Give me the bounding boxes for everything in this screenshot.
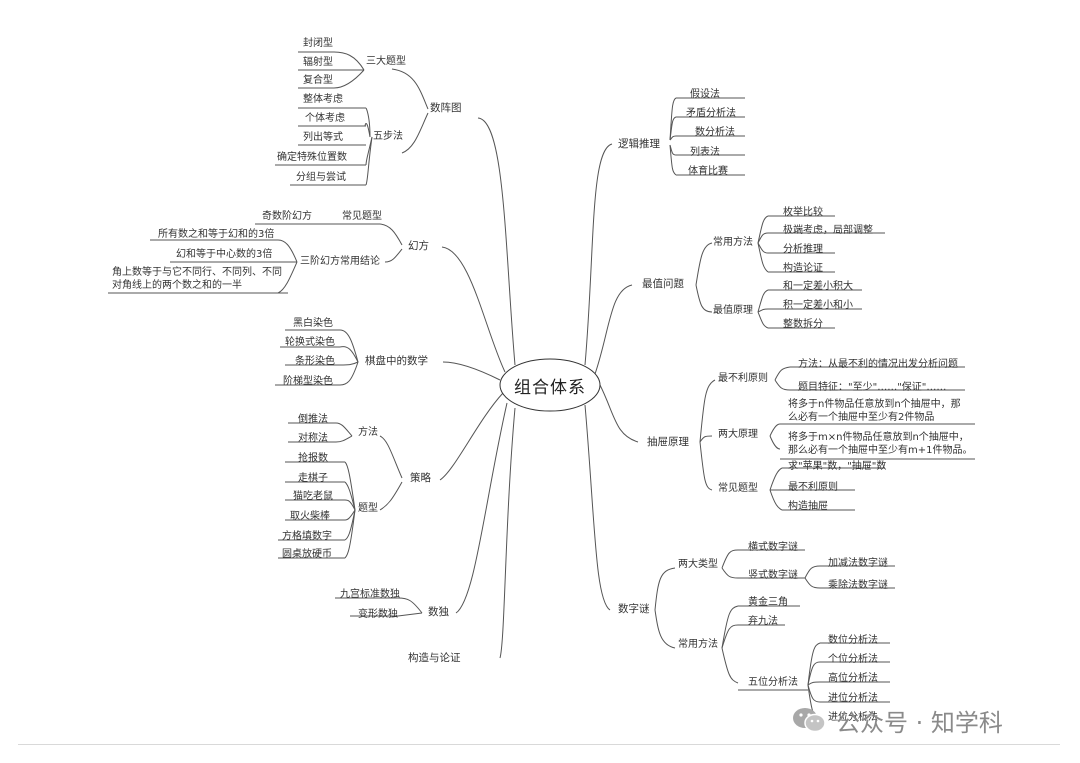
leaf: 积一定差小和小 bbox=[783, 300, 853, 311]
leaf: 条形染色 bbox=[295, 356, 335, 367]
leaf: 题目特征："至少"……"保证"…… bbox=[798, 382, 947, 393]
leaf: 数分析法 bbox=[695, 127, 735, 138]
leaf: 列表法 bbox=[690, 147, 720, 158]
leaf: 黑白染色 bbox=[293, 318, 333, 329]
leaf: 竖式数字谜 bbox=[748, 570, 798, 581]
branch-luoji: 逻辑推理 bbox=[618, 138, 660, 150]
leaf: 方格填数字 bbox=[282, 531, 332, 542]
sub-wuwei: 五位分析法 bbox=[748, 677, 798, 688]
leaf: 个体考虑 bbox=[305, 113, 345, 124]
leaf: 弃九法 bbox=[748, 616, 778, 627]
leaf: 极端考虑，局部调整 bbox=[783, 225, 873, 236]
leaf: 所有数之和等于幻和的3倍 bbox=[158, 229, 275, 240]
sub-changjian: 常见题型 bbox=[342, 211, 382, 222]
sub-leixing: 两大类型 bbox=[678, 559, 718, 570]
branch-celue: 策略 bbox=[410, 472, 431, 484]
leaf: 将多于n件物品任意放到n个抽屉中，那么必有一个抽屉中至少有2件物品 bbox=[788, 399, 961, 423]
leaf: 取火柴棒 bbox=[290, 511, 330, 522]
leaf: 进位分析法 bbox=[828, 693, 878, 704]
leaf: 轮换式染色 bbox=[285, 337, 335, 348]
sub-changjian: 常见题型 bbox=[718, 483, 758, 494]
wechat-icon bbox=[793, 708, 826, 733]
leaf: 高位分析法 bbox=[828, 673, 878, 684]
leaf: 封闭型 bbox=[303, 38, 333, 49]
bottom-divider bbox=[18, 744, 1060, 745]
leaf: 假设法 bbox=[690, 89, 720, 100]
leaf: 抢报数 bbox=[298, 453, 328, 464]
sub-buli: 最不利原则 bbox=[718, 373, 768, 384]
branch-chouti: 抽屉原理 bbox=[647, 436, 689, 448]
leaf: 奇数阶幻方 bbox=[262, 211, 312, 222]
branch-shuzhentu: 数阵图 bbox=[430, 102, 462, 114]
sub-santi: 三大题型 bbox=[366, 56, 406, 67]
leaf: 分析推理 bbox=[783, 244, 823, 255]
leaf: 阶梯型染色 bbox=[283, 376, 333, 387]
sub-liangda: 两大原理 bbox=[718, 429, 758, 440]
leaf: 将多于m×n件物品任意放到n个抽屉中，那么必有一个抽屉中至少有m+1件物品。 bbox=[788, 432, 973, 456]
leaf: 和一定差小积大 bbox=[783, 281, 853, 292]
leaf: 求"苹果"数，"抽屉"数 bbox=[788, 461, 887, 472]
root-node: 组合体系 bbox=[514, 377, 586, 398]
leaf: 个位分析法 bbox=[828, 654, 878, 665]
leaf: 整体考虑 bbox=[303, 94, 343, 105]
branch-shudu: 数独 bbox=[428, 606, 449, 618]
leaf: 列出等式 bbox=[303, 132, 343, 143]
leaf: 分组与尝试 bbox=[296, 172, 346, 183]
leaf: 九宫标准数独 bbox=[340, 589, 400, 600]
leaf: 乘除法数字谜 bbox=[828, 580, 888, 591]
leaf: 倒推法 bbox=[298, 414, 328, 425]
leaf: 走棋子 bbox=[298, 473, 328, 484]
leaf: 最不利原则 bbox=[788, 482, 838, 493]
sub-yuanli: 最值原理 bbox=[713, 305, 753, 316]
leaf: 进位分析法 bbox=[828, 712, 878, 723]
branch-qipan: 棋盘中的数学 bbox=[365, 355, 428, 367]
leaf: 横式数字谜 bbox=[748, 542, 798, 553]
sub-fangfa: 方法 bbox=[358, 427, 378, 438]
leaf: 加减法数字谜 bbox=[828, 558, 888, 569]
leaf: 幻和等于中心数的3倍 bbox=[176, 249, 273, 260]
sub-tixing: 题型 bbox=[358, 503, 378, 514]
leaf: 构造抽屉 bbox=[788, 501, 828, 512]
sub-jielun: 三阶幻方常用结论 bbox=[300, 256, 380, 267]
sub-changyong: 常用方法 bbox=[713, 237, 753, 248]
leaf: 整数拆分 bbox=[783, 319, 823, 330]
leaf: 确定特殊位置数 bbox=[277, 152, 347, 163]
leaf: 构造论证 bbox=[783, 263, 823, 274]
leaf: 方法：从最不利的情况出发分析问题 bbox=[798, 359, 958, 370]
leaf: 数位分析法 bbox=[828, 635, 878, 646]
leaf: 体育比赛 bbox=[688, 166, 728, 177]
leaf: 复合型 bbox=[303, 75, 333, 86]
leaf: 角上数等于与它不同行、不同列、不同对角线上的两个数之和的一半 bbox=[112, 267, 282, 291]
watermark: 公众号 · 知学科 bbox=[790, 703, 1003, 737]
leaf: 对称法 bbox=[298, 433, 328, 444]
branch-gouzao: 构造与论证 bbox=[408, 652, 461, 664]
leaf: 圆桌放硬币 bbox=[282, 549, 332, 560]
leaf: 矛盾分析法 bbox=[686, 108, 736, 119]
sub-fangfa: 常用方法 bbox=[678, 639, 718, 650]
leaf: 变形数独 bbox=[358, 609, 398, 620]
leaf: 枚举比较 bbox=[783, 207, 823, 218]
sub-wubu: 五步法 bbox=[373, 131, 403, 142]
branch-huanfang: 幻方 bbox=[408, 240, 429, 252]
leaf: 黄金三角 bbox=[748, 597, 788, 608]
branch-shuzilian: 数字谜 bbox=[618, 603, 650, 615]
leaf: 辐射型 bbox=[303, 57, 333, 68]
leaf: 猫吃老鼠 bbox=[293, 491, 333, 502]
watermark-text: 公众号 · 知学科 bbox=[836, 708, 1003, 737]
branch-zuizhi: 最值问题 bbox=[642, 278, 684, 290]
